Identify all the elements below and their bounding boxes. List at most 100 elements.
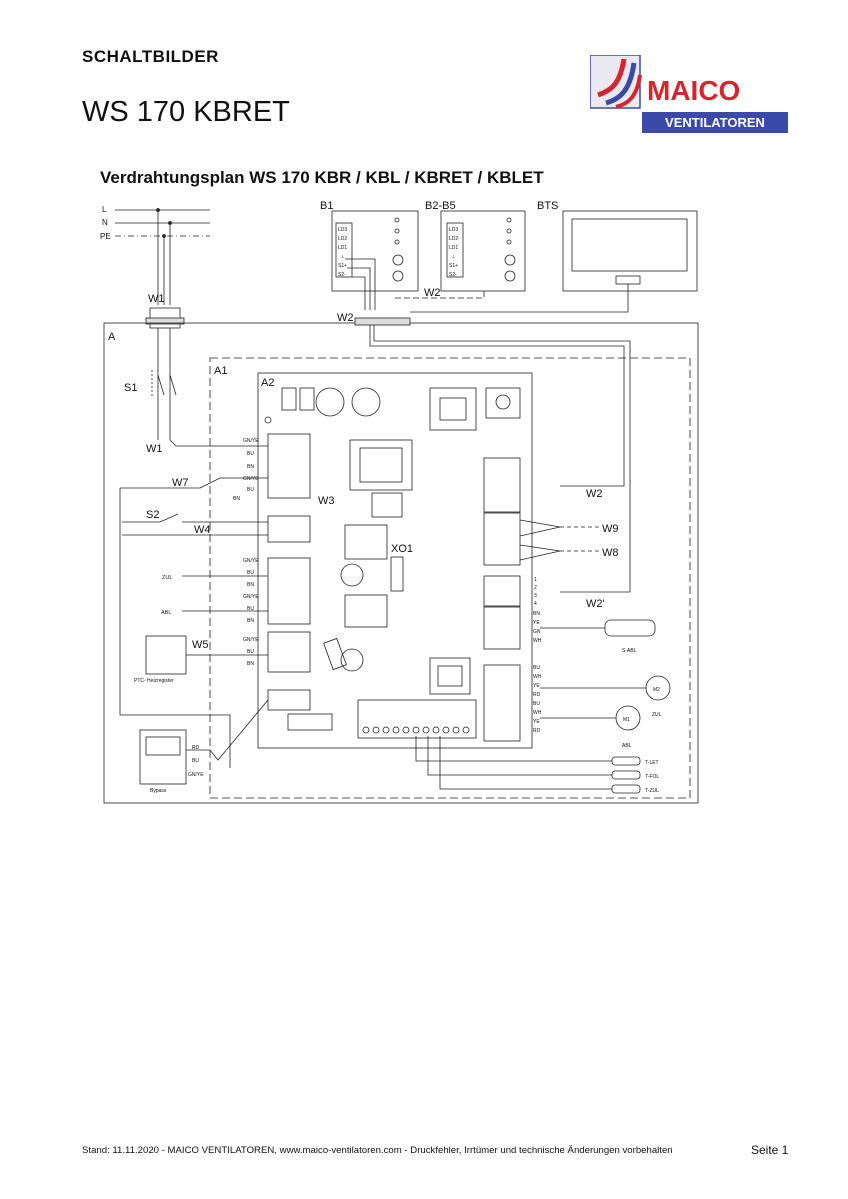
w7-wire-ge: GN/YE: [243, 476, 259, 482]
b2-row-ground: ⊥: [451, 254, 455, 260]
x11-pin-3: 3: [534, 593, 537, 599]
abl-wire-ge: GN/YE: [243, 594, 259, 600]
label-w2-bus: W2: [337, 312, 354, 324]
zul-label: ZUL: [162, 575, 172, 581]
mains-wire-bn: BN: [247, 464, 254, 470]
maico-logo: MAICO VENTILATOREN: [590, 55, 788, 133]
label-l: L: [102, 205, 107, 214]
label-s1: S1: [124, 382, 137, 394]
fan-m1-abl: ABL: [622, 743, 632, 749]
label-w2-right: W2: [586, 488, 603, 500]
mains-wire-ge: GN/YE: [243, 438, 259, 444]
logo-subtitle-bar: [642, 112, 788, 133]
label-xo1: XO1: [391, 543, 413, 555]
x11-pin-2: 2: [534, 585, 537, 591]
terminal-block-left: [267, 433, 311, 711]
section-heading: SCHALTBILDER: [82, 47, 219, 66]
label-w9: W9: [602, 523, 619, 535]
b2-row-ld1: LD1: [449, 245, 458, 251]
board-a2: [257, 372, 533, 749]
footer-text: Stand: 11.11.2020 - MAICO VENTILATOREN, …: [82, 1145, 673, 1156]
logo-brand-name: MAICO: [647, 75, 740, 106]
label-s2: S2: [146, 509, 159, 521]
sensor-t-fol: T-FOL: [645, 774, 659, 780]
display-bts: BTS: [537, 200, 698, 292]
terminal-labels-left: GN/YE BU BN GN/YE BU BN GN/YE BU BN GN/Y…: [233, 438, 259, 667]
bypass-label: Bypass: [150, 788, 167, 794]
logo-swoosh: [615, 74, 642, 109]
bottom-terminal-row: [362, 726, 470, 734]
label-n: N: [102, 218, 108, 227]
b2-row-ld3: LD3: [449, 227, 458, 233]
zul-wire-bn: BN: [247, 582, 254, 588]
sabl-wire-wh: WH: [533, 638, 542, 644]
label-w1-bottom: W1: [146, 443, 163, 455]
label-w3: W3: [318, 495, 335, 507]
sabl-wire-gn: GN: [533, 629, 541, 635]
m1-wire-wh: WH: [533, 710, 542, 716]
label-w2-under: W2: [424, 287, 441, 299]
fan-m1-label: M1: [623, 717, 630, 723]
m1-wire-ye: YE: [533, 719, 540, 725]
sabl-wire-bn: BN: [533, 611, 540, 617]
m2-wire-rd: RD: [533, 692, 541, 698]
b2-row-s2: S2-: [449, 272, 457, 278]
label-w4: W4: [194, 524, 211, 536]
label-b2-b5: B2-B5: [425, 200, 456, 212]
abl-wire-bu: BU: [247, 606, 254, 612]
m1-wire-bu: BU: [533, 701, 540, 707]
switch-s1: S1: [124, 328, 177, 440]
mains-lines: L N PE: [100, 205, 210, 305]
terminal-block-right: [483, 457, 521, 742]
m2-wire-ye: YE: [533, 683, 540, 689]
mains-wire-bu: BU: [247, 451, 254, 457]
label-w5: W5: [192, 639, 209, 651]
remote-panel-b2-b5: B2-B5 LD3 LD2 LD1 ⊥ S1+ S2-: [425, 200, 526, 292]
label-b1: B1: [320, 200, 333, 212]
abl-label: ABL: [161, 610, 171, 616]
label-a: A: [108, 331, 116, 343]
b1-row-ld1: LD1: [338, 245, 347, 251]
b1-row-s1: S1+: [338, 263, 347, 269]
bypass-wire-rd: RD: [192, 745, 200, 751]
m2-wire-wh: WH: [533, 674, 542, 680]
wiring-diagram: L N PE W1 A A1 S1 W1 A2 W3 XO1: [100, 200, 699, 804]
label-w7: W7: [172, 477, 189, 489]
logo-swoosh: [605, 62, 637, 106]
b1-row-ld2: LD2: [338, 236, 347, 242]
label-a2: A2: [261, 377, 274, 389]
label-a1: A1: [214, 365, 227, 377]
label-pe: PE: [100, 232, 111, 241]
bypass-wire-bu: BU: [192, 758, 199, 764]
zul-wire-bu: BU: [247, 570, 254, 576]
logo-swoosh: [597, 58, 627, 98]
zul-wire-ge: GN/YE: [243, 558, 259, 564]
x11-pin-4: 4: [534, 601, 537, 607]
fan-m2-label: M2: [653, 687, 660, 693]
fan-m2-zul: ZUL: [652, 712, 662, 718]
page-number: Seite 1: [751, 1143, 789, 1157]
ptc-label: PTC- Heizregister: [134, 678, 174, 684]
x11-pin-1: 1: [534, 577, 537, 583]
heater-wire-bu: BU: [247, 649, 254, 655]
bypass-wire-gnye: GN/YE: [188, 772, 204, 778]
enclosure-a: [103, 322, 699, 804]
w7-wire-bu: BU: [247, 487, 254, 493]
logo-subtitle: VENTILATOREN: [665, 115, 765, 130]
s-abl-label: S-ABL: [622, 648, 637, 654]
b1-row-ld3: LD3: [338, 227, 347, 233]
b2-row-ld2: LD2: [449, 236, 458, 242]
b1-row-s2: S2-: [338, 272, 346, 278]
sensor-t-zul: T-ZUL: [645, 788, 659, 794]
sabl-wire-ye: YE: [533, 620, 540, 626]
label-w2-prime: W2': [586, 598, 605, 610]
heater-wire-bn: BN: [247, 661, 254, 667]
module-a1: [209, 357, 691, 799]
abl-wire-bn: BN: [247, 618, 254, 624]
b1-row-ground: ⊥: [340, 254, 344, 260]
w7-wire-bn: BN: [233, 496, 240, 502]
b2-row-s1: S1+: [449, 263, 458, 269]
diagram-title: Verdrahtungsplan WS 170 KBR / KBL / KBRE…: [100, 168, 544, 187]
label-w1-top: W1: [148, 293, 165, 305]
heater-wire-ge: GN/YE: [243, 637, 259, 643]
